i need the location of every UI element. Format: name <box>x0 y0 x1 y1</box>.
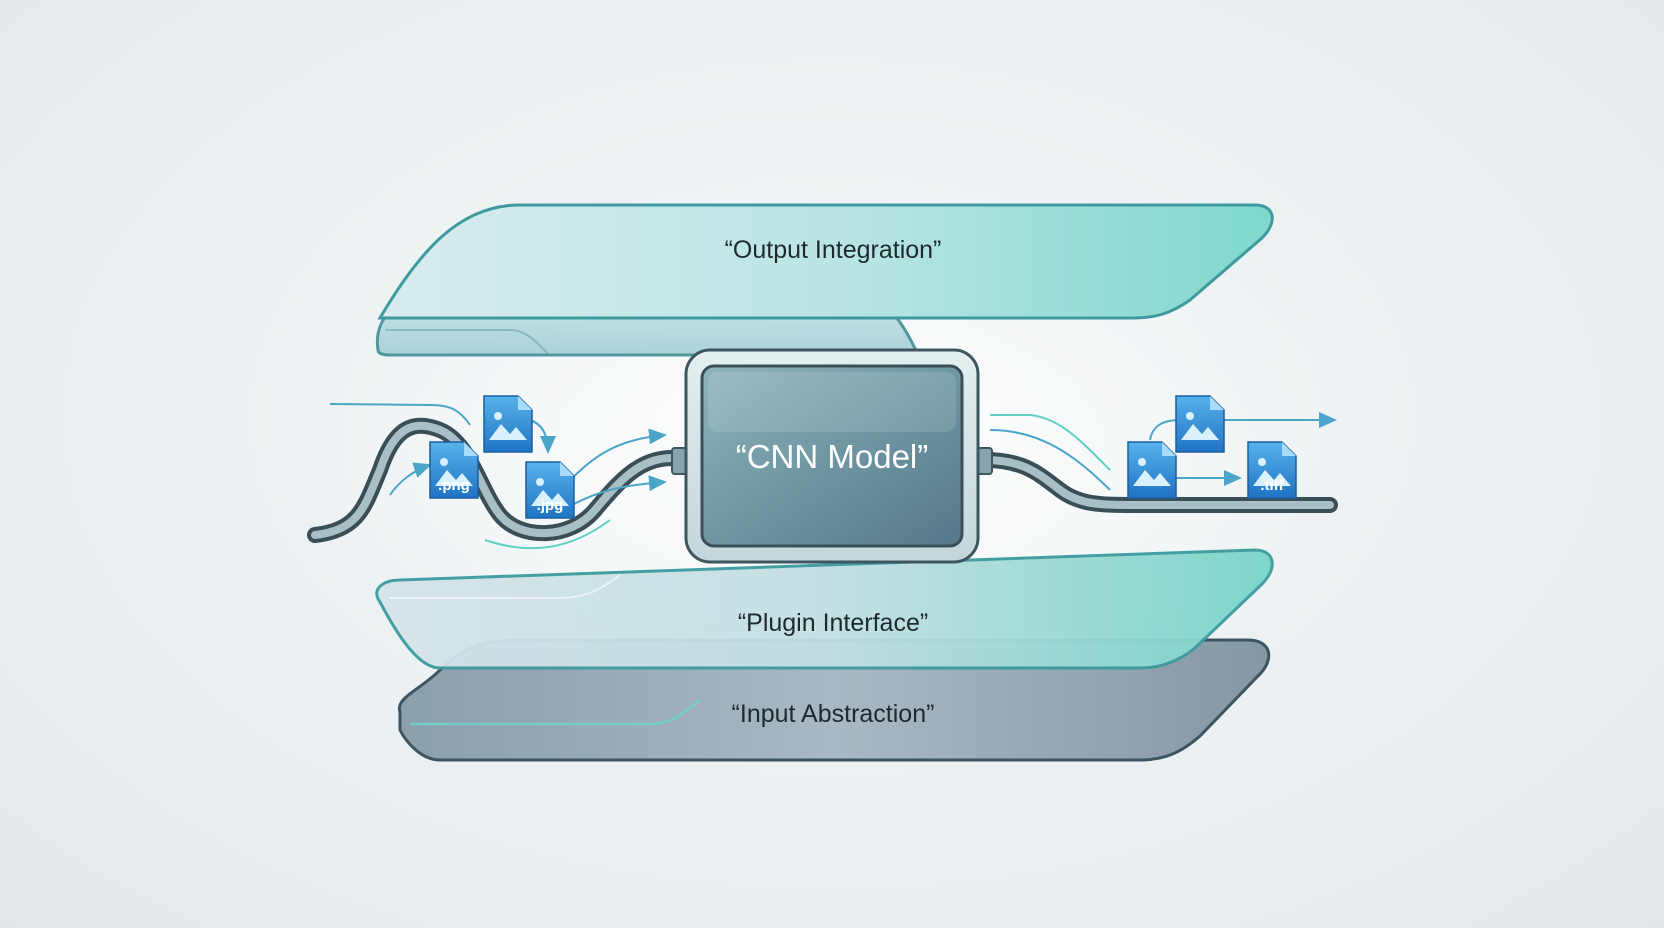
layer-output-integration: “Output Integration” <box>375 203 1274 357</box>
tiff-file-icon: .tiff <box>1247 441 1297 499</box>
output-integration-label: “Output Integration” <box>725 236 942 264</box>
input-abstraction-label: “Input Abstraction” <box>732 700 935 728</box>
png-file-icon: .png <box>429 441 479 499</box>
cnn-model-block: “CNN Model” <box>671 348 993 564</box>
cnn-model-label: “CNN Model” <box>736 438 929 475</box>
plugin-interface-label: “Plugin Interface” <box>738 609 928 637</box>
png-file-label: .png <box>438 477 470 494</box>
jpg-file-icon: .jpg <box>525 461 575 519</box>
layer-input-abstraction: “Input Abstraction” <box>397 638 1271 762</box>
layer-plugin-interface: “Plugin Interface” <box>375 548 1274 670</box>
image-file-icon <box>483 395 533 453</box>
image-file-icon <box>1127 441 1177 499</box>
tiff-file-label: .tiff <box>1260 477 1284 494</box>
jpg-file-label: .jpg <box>537 497 564 514</box>
image-file-icon <box>1175 395 1225 453</box>
